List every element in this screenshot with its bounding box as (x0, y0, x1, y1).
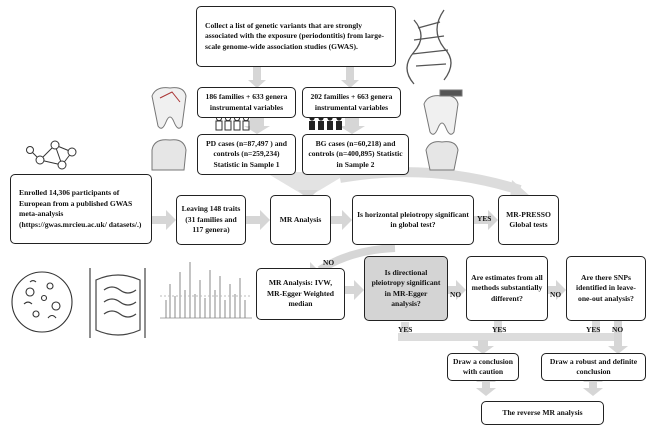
label-no-estimates: NO (550, 290, 562, 299)
arrow-ivs2-to-bg (339, 118, 365, 134)
arrow-leaving-to-mr (246, 210, 270, 230)
box-horizontal-pleiotropy: Is horizontal pleiotropy significant in … (352, 195, 474, 245)
tooth-icon-left-top (151, 87, 187, 129)
box-mr-analysis: MR Analysis (270, 195, 331, 245)
box-pd-cases: PD cases (n=87,497 ) and controls (n=259… (197, 134, 296, 175)
arrow-directional-to-estimates (448, 280, 466, 300)
box-bg-cases: BG cases (n=60,218) and controls (n=400,… (302, 134, 409, 175)
arrow-ivs1-to-pd (244, 118, 270, 134)
intestine-icon (89, 268, 146, 338)
arrow-pd-bg-merge (265, 172, 350, 196)
arrow-yes-directional (401, 322, 409, 340)
label-yes-horizontal: YES (477, 214, 492, 223)
arrow-horizontal-to-presso (474, 210, 498, 230)
label-no-horizontal: NO (323, 258, 335, 267)
tooth-icon-right-bottom (425, 141, 459, 171)
arrow-no-snps-to-robust (608, 320, 628, 354)
arrow-mr-to-horizontal (331, 210, 352, 230)
box-conclusion-caution: Draw a conclusion with caution (447, 353, 519, 381)
tooth-icon-right-top (423, 89, 463, 135)
arrow-enrolled-to-leaving (152, 210, 176, 230)
label-yes-estimates: YES (492, 325, 507, 334)
network-icon (26, 140, 77, 170)
box-snps-leave-one-out: Are there SNPs identified in leave-one-o… (566, 256, 646, 321)
manhattan-plot-icon (160, 262, 252, 319)
box-reverse-mr: The reverse MR analysis (481, 401, 604, 425)
box-ivs-sample2: 202 families + 663 genera instrumental v… (302, 87, 401, 118)
tooth-icon-left-bottom (151, 139, 187, 171)
label-no-snps: NO (612, 325, 624, 334)
arrow-to-caution (472, 340, 494, 354)
box-leaving-traits: Leaving 148 traits (31 families and 117 … (176, 195, 246, 245)
yes-bar (398, 333, 620, 341)
box-estimates-different: Are estimates from all methods substanti… (466, 256, 548, 321)
arrow-no-to-methods (317, 244, 396, 274)
microbiome-icon (11, 271, 73, 333)
box-ivs-sample1: 186 families + 633 genera instrumental v… (197, 87, 296, 118)
label-yes-snps: YES (586, 325, 601, 334)
label-no-directional: NO (450, 290, 462, 299)
dna-icon (406, 9, 452, 85)
box-enrolled-participants: Enrolled 14,306 participants of European… (10, 174, 152, 244)
box-mr-methods: MR Analysis: IVW, MR-Egger Weighted medi… (256, 268, 345, 320)
arrow-estimates-to-snps (548, 280, 566, 300)
box-directional-pleiotropy: Is directional pleiotropy significant in… (364, 256, 448, 321)
box-mr-presso: MR-PRESSO Global tests (498, 195, 559, 245)
arrow-methods-to-directional (345, 280, 364, 300)
label-yes-directional: YES (398, 325, 413, 334)
arrow-yes-estimates (494, 320, 502, 340)
arrow-yes-snps (592, 320, 600, 340)
box-collect-variants: Collect a list of genetic variants that … (196, 6, 396, 67)
box-conclusion-robust: Draw a robust and definite conclusion (541, 353, 646, 381)
